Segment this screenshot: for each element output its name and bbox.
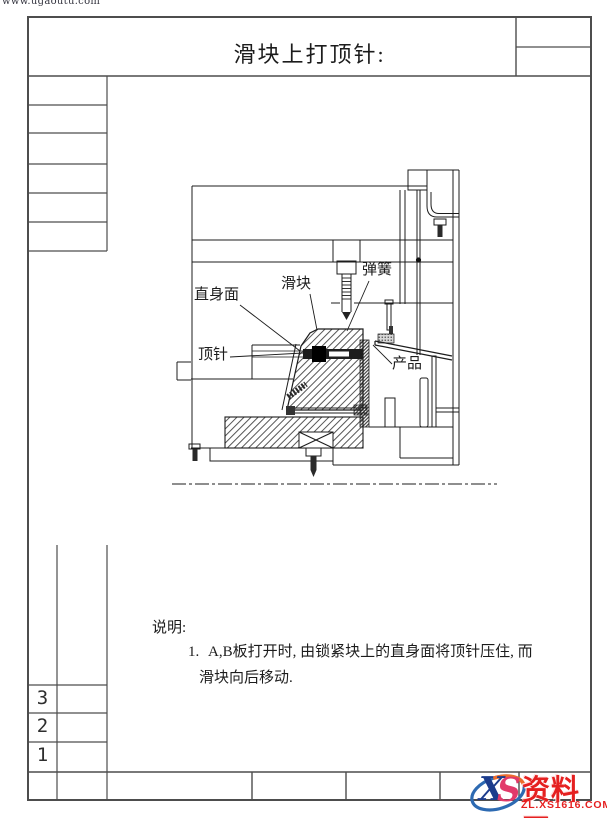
label-ejector-pin: 顶针 [198,347,229,363]
watermark-logo: X S 资料网 ZL.XS1616.COM [468,769,607,818]
revision-row-3: 3 [36,687,49,709]
logo-swoosh-icon [470,774,526,812]
ejector-pin-assembly [252,346,363,362]
right-wall-and-block [399,169,460,465]
angled-screw [286,381,308,400]
logo-letter-s: S [497,770,521,809]
slider-body [281,328,364,411]
support-wedge [224,416,364,449]
spring-bolt [332,240,361,320]
cavity-internals [332,339,459,466]
left-column-cells [28,76,108,252]
straight-face-line [281,343,297,411]
logo-letter-x: X [479,769,505,808]
note-item-line2: 滑块向后移动. [199,670,293,686]
watermark-top: www.ugaoutu.com [2,0,101,7]
label-product: 产品 [392,356,423,372]
base-plate [188,443,334,477]
logo-site-name: 资料网 [522,774,581,818]
wear-plate [286,404,368,416]
label-straight-face: 直身面 [194,287,240,303]
label-spring: 弹簧 [362,262,393,278]
product-part [374,340,453,361]
note-item-line1: A,B板打开时, 由锁紧块上的直身面将顶针压住, 而 [208,644,533,660]
spring-coils [342,277,351,300]
notes-heading: 说明: [152,620,187,636]
note-item-number: 1. [188,644,200,660]
top-plates [191,185,453,448]
leader-lines [229,280,393,365]
page-title: 滑块上打顶针: [233,42,386,67]
return-pin [415,190,422,355]
revision-row-2: 2 [36,715,49,737]
cavity-pin-and-gate [377,299,395,344]
mold-section [172,169,497,485]
logo-site-url: ZL.XS1616.COM [521,799,607,811]
revision-row-1: 1 [36,744,49,766]
revision-table-lines [28,545,108,800]
left-step-tab [176,361,191,381]
bottom-strip-lines [28,771,591,800]
sheet-frame [27,16,592,801]
label-slider: 滑块 [281,276,312,292]
